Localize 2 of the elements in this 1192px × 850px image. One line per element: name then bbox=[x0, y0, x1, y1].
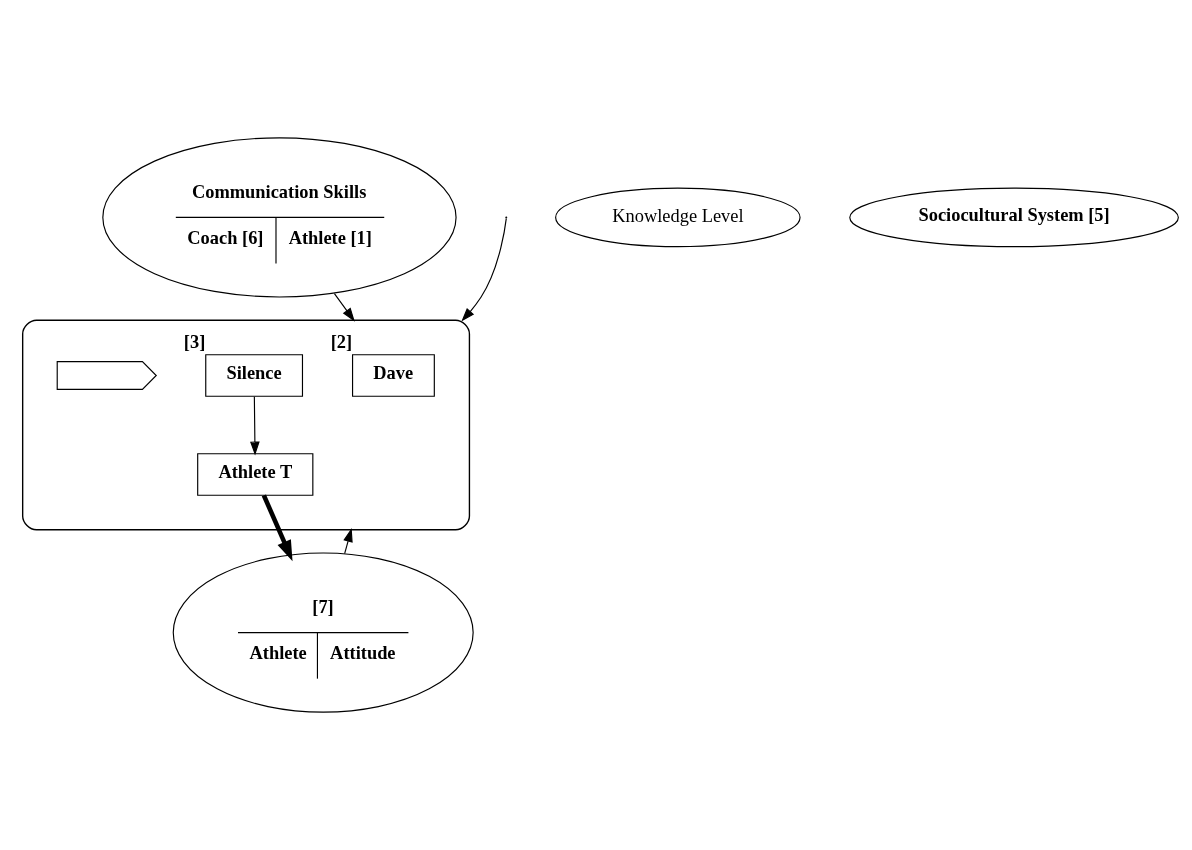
node-label: [2] bbox=[330, 331, 353, 352]
node-label: [3] bbox=[183, 331, 206, 352]
